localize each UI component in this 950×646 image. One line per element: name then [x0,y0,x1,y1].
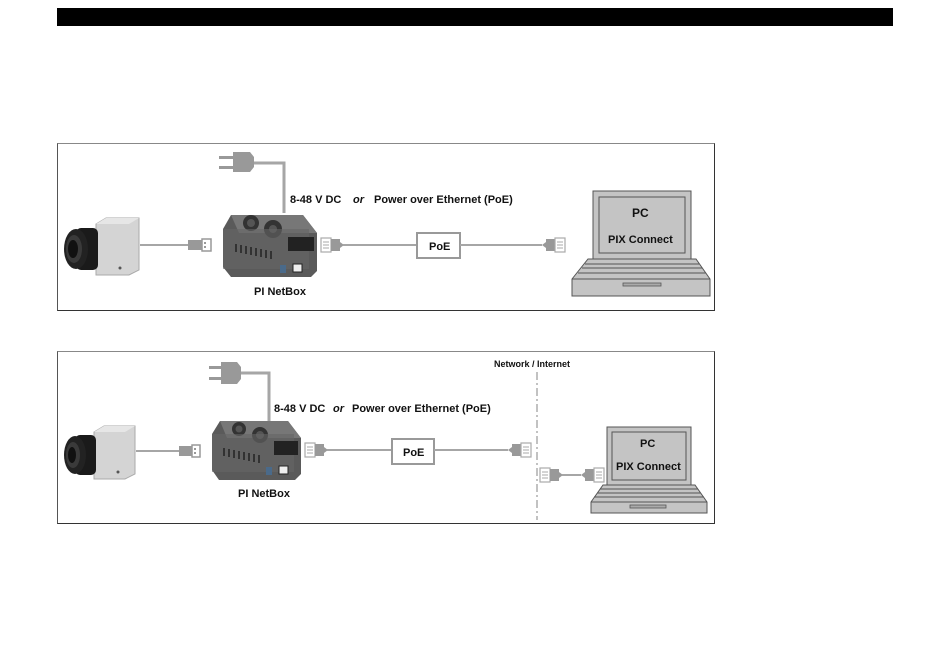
ethernet-connector-icon [540,468,563,482]
ethernet-connector-icon [542,238,565,252]
power-cable [254,163,284,213]
ethernet-connector-icon [321,238,344,252]
diagram-canvas: 8-48 V DC or Power over Ethernet (PoE) [58,144,714,310]
power-cable [241,373,269,421]
ethernet-connector-icon [508,443,531,457]
netbox-label: PI NetBox [254,286,307,298]
power-voltage-label: 8-48 V DC [274,403,325,415]
thermal-camera-icon [64,426,135,479]
power-poe-label: Power over Ethernet (PoE) [352,403,491,415]
diagram-network-connection: Network / Internet 8-48 V DC or Power ov… [57,351,715,524]
netbox-device-icon [223,215,317,277]
power-voltage-label: 8-48 V DC [290,194,341,206]
ethernet-connector-icon [305,443,328,457]
software-label: PIX Connect [608,234,673,246]
netbox-device-icon [212,421,301,480]
header-bar [57,8,893,26]
poe-box-label: PoE [403,447,424,459]
power-or-label: or [333,403,345,415]
power-plug-icon [209,362,241,384]
power-plug-icon [219,152,254,172]
power-poe-label: Power over Ethernet (PoE) [374,194,513,206]
thermal-camera-icon [64,218,139,275]
ethernet-connector-icon [581,468,604,482]
pc-label: PC [632,206,649,220]
diagram-canvas: Network / Internet 8-48 V DC or Power ov… [58,352,714,523]
pc-label: PC [640,438,655,450]
network-label: Network / Internet [494,359,570,369]
power-or-label: or [353,194,365,206]
poe-box-label: PoE [429,241,450,253]
diagram-direct-connection: 8-48 V DC or Power over Ethernet (PoE) [57,143,715,311]
netbox-label: PI NetBox [238,488,291,500]
software-label: PIX Connect [616,461,681,473]
usb-connector-icon [179,445,200,457]
usb-connector-icon [188,239,211,251]
